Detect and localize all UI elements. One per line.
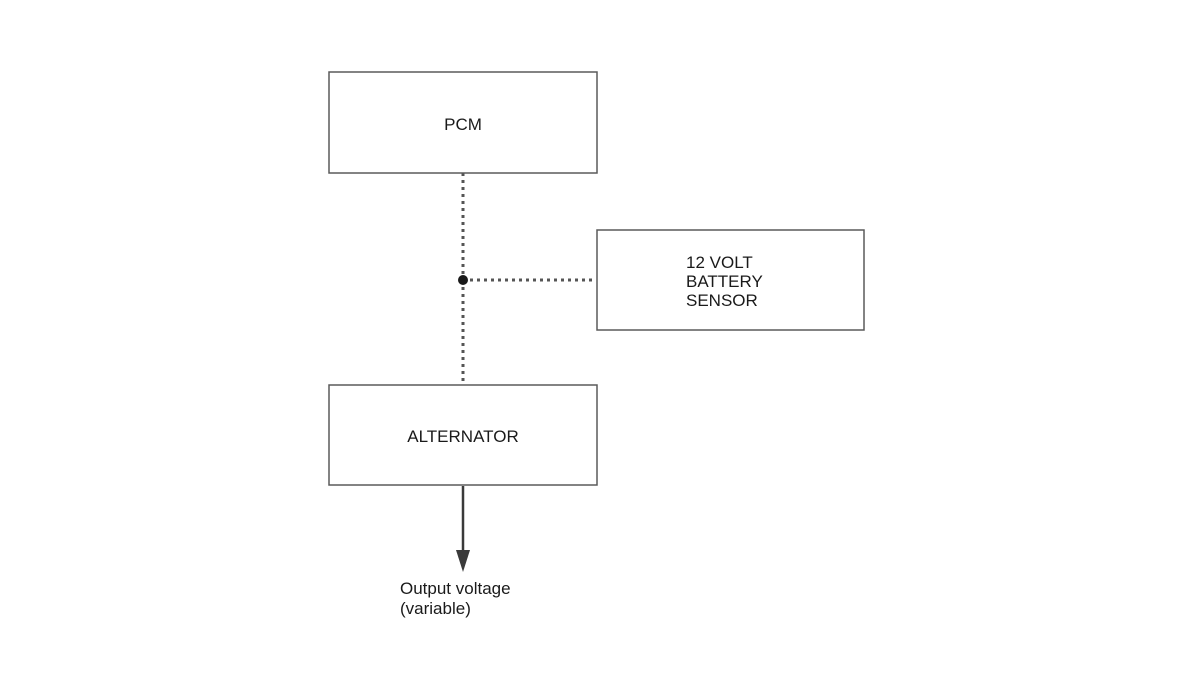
- output-arrow-head: [456, 550, 470, 572]
- pcm-block: PCM: [328, 71, 598, 174]
- alternator-label: ALTERNATOR: [407, 427, 518, 446]
- battery-sensor-label-line-1: 12 VOLT: [686, 253, 753, 272]
- battery-sensor-label-line-3: SENSOR: [686, 291, 758, 310]
- alternator-box: [328, 384, 598, 486]
- output-label-line-1: Output voltage: [400, 579, 511, 598]
- output-label-line-2: (variable): [400, 599, 471, 618]
- pcm-box: [328, 71, 598, 174]
- battery-sensor-box: [596, 229, 865, 331]
- battery-sensor-block: 12 VOLT BATTERY SENSOR: [596, 229, 865, 331]
- junction-dot: [458, 275, 468, 285]
- battery-sensor-label-line-2: BATTERY: [686, 272, 763, 291]
- pcm-label: PCM: [444, 115, 482, 134]
- alternator-block: ALTERNATOR: [328, 384, 598, 486]
